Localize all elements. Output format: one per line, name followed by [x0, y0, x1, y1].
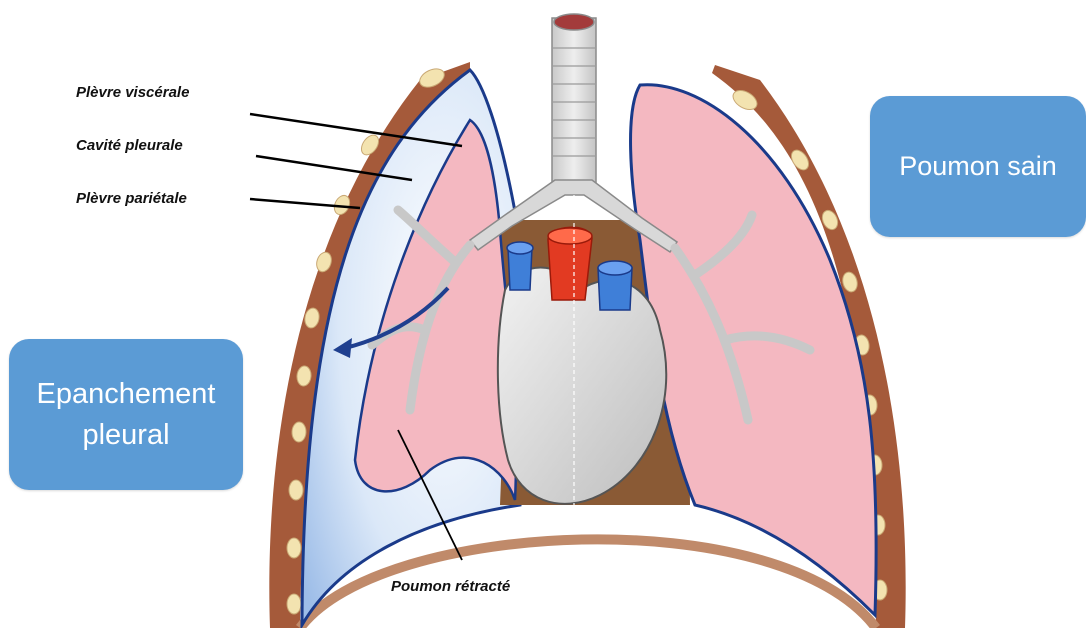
effusion-text-line1: Epanchement	[37, 374, 216, 415]
healthy-lung-text: Poumon sain	[899, 151, 1057, 182]
trachea	[552, 18, 596, 183]
label-parietal-pleura: Plèvre pariétale	[76, 190, 187, 207]
label-pleural-cavity: Cavité pleurale	[76, 137, 183, 154]
label-retracted-lung: Poumon rétracté	[391, 578, 510, 595]
effusion-box: Epanchement pleural	[9, 339, 243, 490]
label-visceral-pleura: Plèvre viscérale	[76, 84, 189, 101]
diaphragm	[300, 539, 876, 628]
effusion-text-line2: pleural	[37, 415, 216, 456]
healthy-lung-box: Poumon sain	[870, 96, 1086, 237]
healthy-lung	[631, 85, 877, 615]
